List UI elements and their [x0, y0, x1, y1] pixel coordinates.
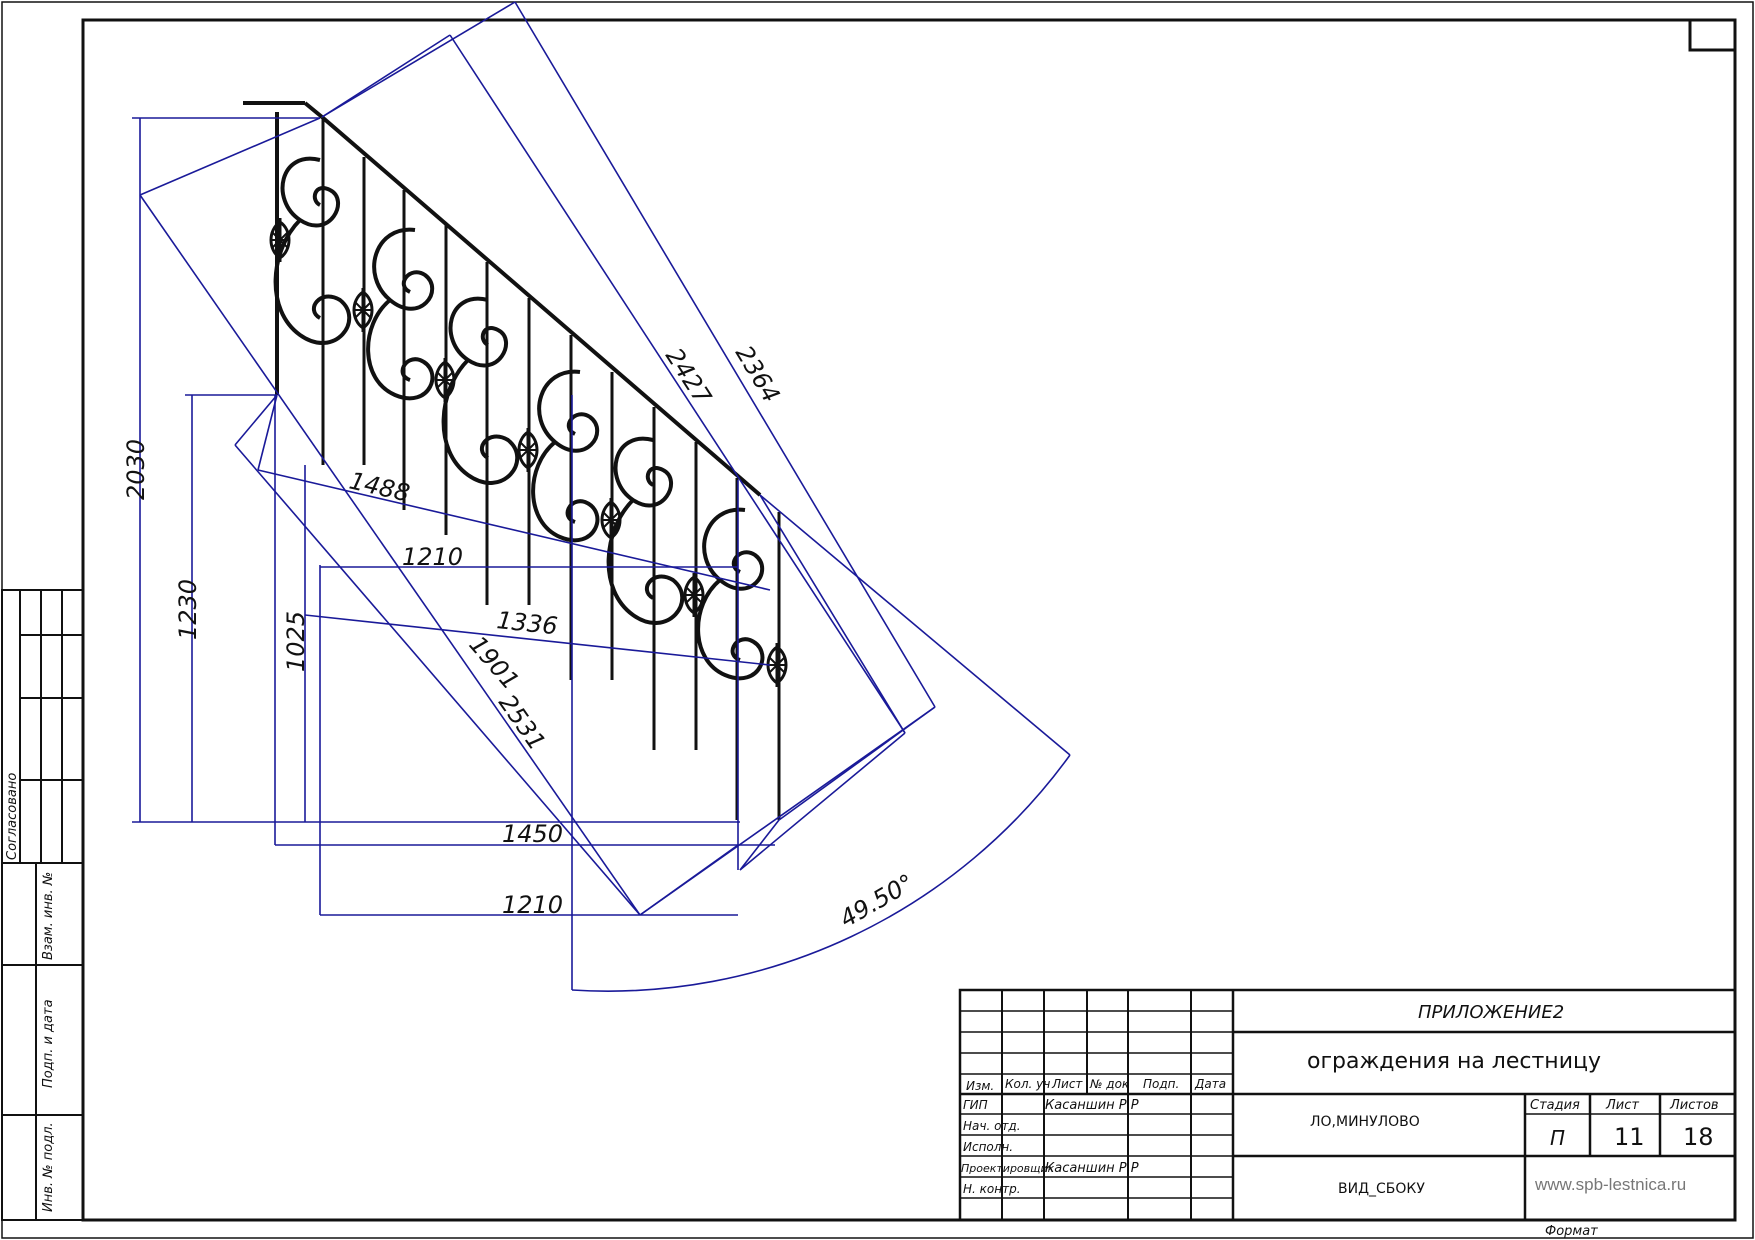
- dim-1336: 1336: [495, 606, 559, 640]
- header-data: Дата: [1194, 1077, 1226, 1091]
- sheet-label: Лист: [1605, 1098, 1639, 1113]
- header-podp: Подп.: [1143, 1077, 1179, 1091]
- left-strip-inv-original: Инв. № подл.: [41, 1122, 56, 1212]
- appendix-title: ПРИЛОЖЕНИЕ2: [1418, 1002, 1564, 1023]
- dimension-labels: 2030 1230 1025 1488 1210 1336 1901 2531 …: [122, 341, 919, 934]
- view-name: ВИД_СБОКУ: [1338, 1181, 1425, 1197]
- title-block-text: Изм. Кол. уч Лист № док Подп. Дата ГИП К…: [961, 1002, 1719, 1239]
- sheets-value: 18: [1683, 1123, 1714, 1151]
- dim-1210-top: 1210: [402, 543, 463, 571]
- role-gip: ГИП: [963, 1098, 988, 1112]
- header-kol-uch: Кол. уч: [1005, 1077, 1050, 1091]
- role-gip-name: Касаншин Р.Р: [1045, 1098, 1139, 1113]
- dim-2030: 2030: [122, 439, 150, 500]
- role-proektirovshchik-name: Касаншин Р.Р: [1045, 1161, 1139, 1176]
- sheets-label: Листов: [1669, 1098, 1719, 1113]
- left-strip-inv-replace: Взам. инв. №: [41, 872, 56, 960]
- left-strip-agreed: Согласовано: [5, 773, 20, 860]
- dim-1230: 1230: [174, 579, 202, 640]
- stage-value: П: [1550, 1126, 1565, 1150]
- role-proektirovshchik: Проектировщик: [961, 1162, 1055, 1175]
- role-nach-otd: Нач. отд.: [963, 1119, 1021, 1133]
- sheet-value: 11: [1614, 1123, 1645, 1151]
- format-label: Формат: [1545, 1224, 1598, 1239]
- left-strip-sign-date: Подп. и дата: [41, 999, 56, 1088]
- dim-1450: 1450: [502, 820, 563, 848]
- dim-2531: 2531: [493, 689, 551, 755]
- header-list: Лист: [1051, 1077, 1083, 1091]
- left-approval-strip: [1, 589, 84, 1221]
- dim-1901: 1901: [463, 631, 524, 695]
- header-n-dok: № док: [1089, 1077, 1130, 1091]
- dimension-lines: [132, 1, 1071, 992]
- location: ЛО,МИНУЛОВО: [1310, 1114, 1420, 1130]
- subject-title: ограждения на лестницу: [1307, 1049, 1601, 1074]
- website: www.spb-lestnica.ru: [1534, 1175, 1686, 1194]
- header-izm: Изм.: [966, 1079, 994, 1093]
- dim-1025: 1025: [282, 611, 310, 672]
- dim-1210-bottom: 1210: [502, 891, 563, 919]
- dim-2364: 2364: [730, 341, 785, 408]
- role-n-kontr: Н. контр.: [963, 1182, 1021, 1196]
- stage-label: Стадия: [1530, 1098, 1580, 1113]
- role-ispoln: Исполн.: [963, 1140, 1013, 1154]
- dim-2427: 2427: [660, 343, 717, 410]
- title-block: [958, 988, 1737, 1222]
